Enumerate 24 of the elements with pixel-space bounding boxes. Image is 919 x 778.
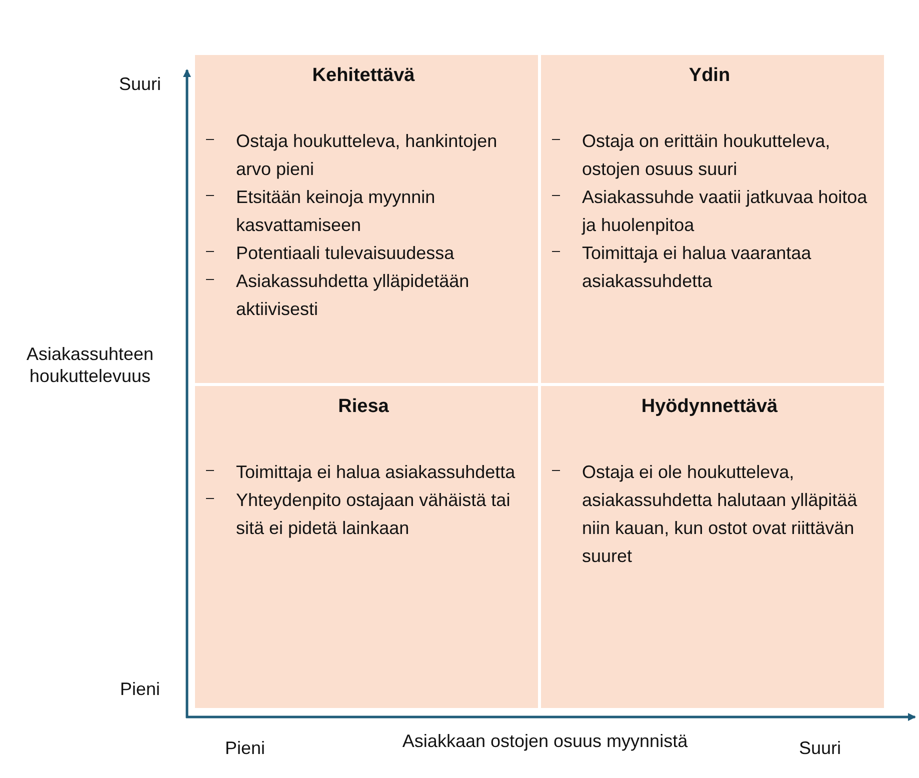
bullet-text: Ostaja ei ole houkutteleva, asiakassuhdetta halutaan ylläpitää niin kauan, kun ostot ovat riittävän suuret (582, 461, 858, 568)
quadrant-heading: Kehitettävä (311, 65, 416, 87)
y-axis-label: Suuri (118, 73, 162, 95)
bullet-text: Asiakassuhdetta ylläpidetään aktiivisesti (236, 270, 470, 321)
bullet-text: Potentiaali tulevaisuudessa (236, 242, 454, 265)
quadrant-panel (195, 55, 538, 383)
bullet-text: Ostaja on erittäin houkutteleva, ostojen osuus suuri (582, 130, 832, 181)
bullet-text: Asiakassuhde vaatii jatkuvaa hoitoa ja huolenpitoa (582, 186, 868, 237)
bullet-text: Ostaja houkutteleva, hankintojen arvo pieni (236, 130, 498, 181)
quadrant-panel (541, 55, 884, 383)
bullet-text: Etsitään keinoja myynnin kasvattamiseen (236, 186, 436, 237)
axis-title: Asiakkaan ostojen osuus myynnistä (401, 730, 689, 752)
bullet-text: Toimittaja ei halua asiakassuhdetta (236, 461, 516, 484)
quadrant-heading: Riesa (337, 396, 390, 418)
quadrant-panel (195, 386, 538, 708)
quadrant-heading: Hyödynnettävä (640, 396, 779, 418)
bullet-text: Yhteydenpito ostajaan vähäistä tai sitä ei pidetä lainkaan (236, 489, 512, 540)
bullet-text: Toimittaja ei halua vaarantaa asiakassuhdetta (582, 242, 812, 293)
y-axis-label: Pieni (118, 678, 162, 700)
quadrant-panel (541, 386, 884, 708)
x-axis-label: Pieni (224, 737, 266, 759)
axis-title: Asiakassuhteen houkuttelevuus (25, 343, 155, 387)
x-axis-label: Suuri (798, 737, 842, 759)
quadrant-heading: Ydin (688, 65, 732, 87)
